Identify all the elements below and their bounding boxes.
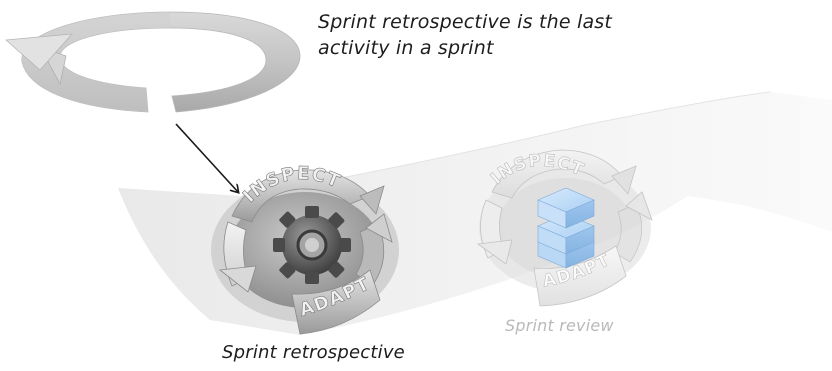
retrospective-cycle: INSPECT ADAPT	[211, 163, 399, 335]
gear-icon	[273, 206, 351, 284]
review-caption: Sprint review	[505, 316, 614, 335]
circular-arrow-icon	[5, 11, 301, 113]
stacked-cubes-icon	[537, 187, 595, 269]
retrospective-caption: Sprint retrospective	[222, 342, 405, 363]
pointer-arrow	[175, 123, 238, 192]
annotation-line-2: activity in a sprint	[318, 37, 494, 59]
annotation-text: Sprint retrospective is the last activit…	[318, 9, 612, 61]
annotation-line-1: Sprint retrospective is the last	[318, 11, 613, 33]
